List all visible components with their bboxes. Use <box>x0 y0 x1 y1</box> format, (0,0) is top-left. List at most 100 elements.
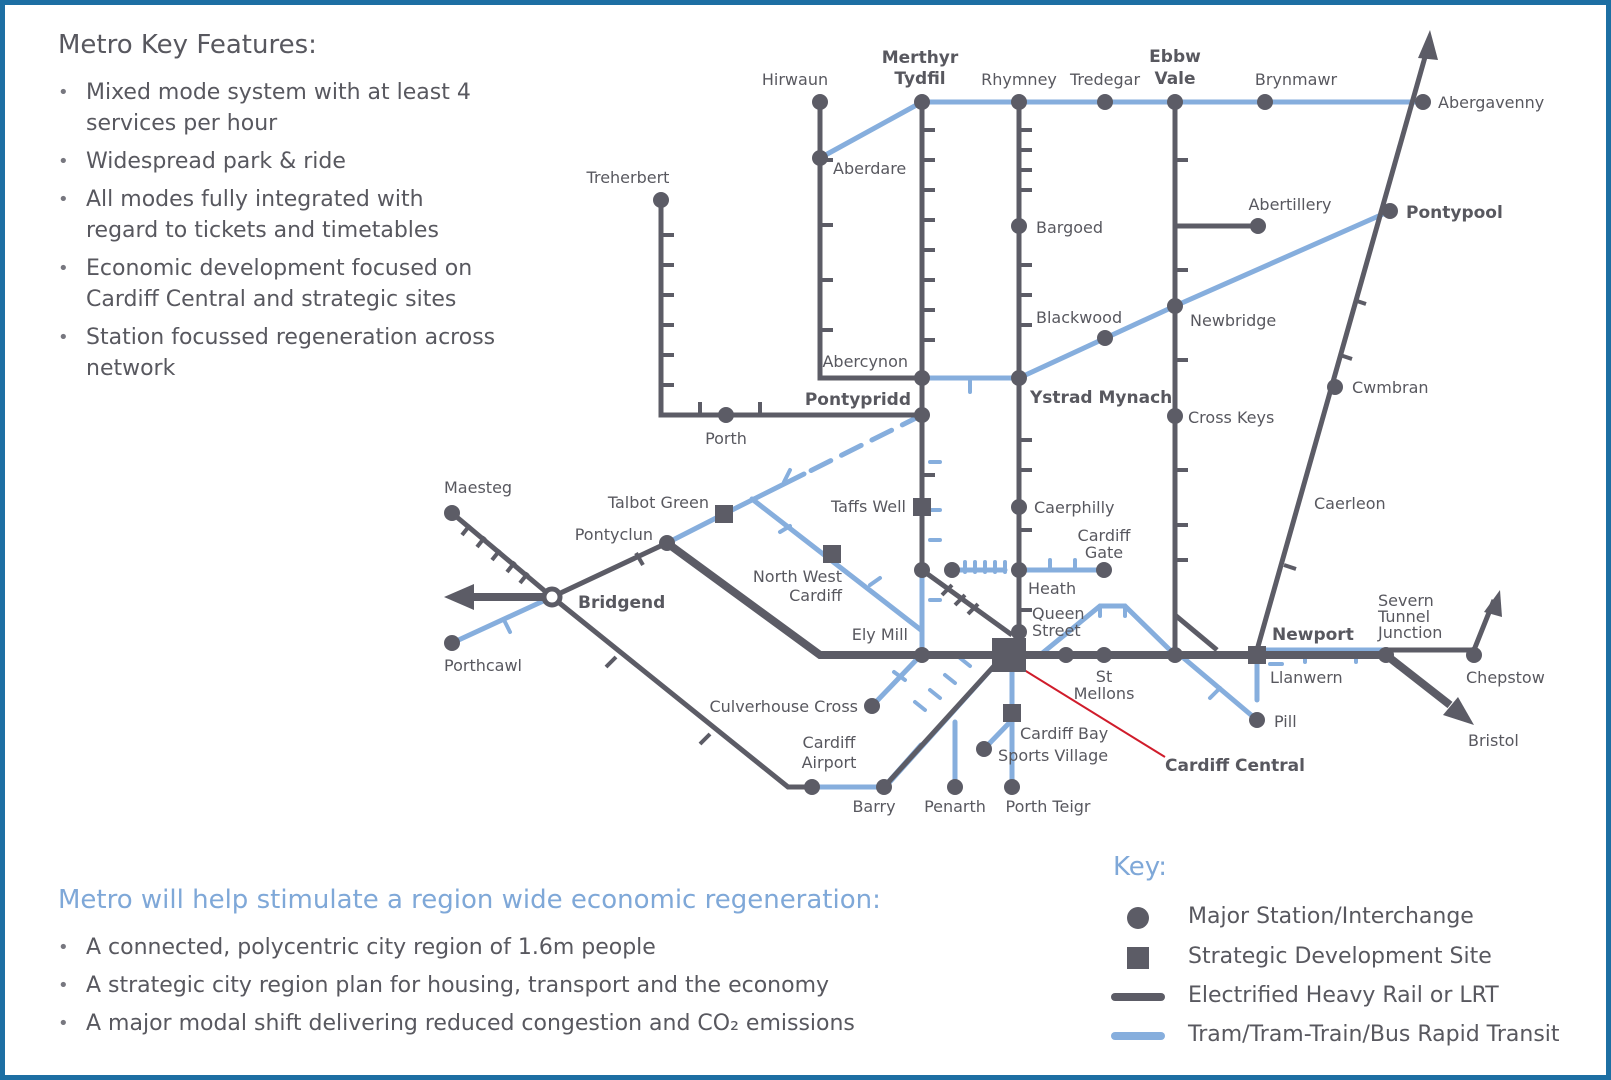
station-marker-coryton[interactable] <box>914 562 930 578</box>
regeneration-item: A major modal shift delivering reduced c… <box>58 1008 958 1039</box>
station-label-abergavenny: Abergavenny <box>1438 93 1544 112</box>
rail-line-barry-central <box>882 653 1006 789</box>
station-label-brynmawr: Brynmawr <box>1255 70 1338 89</box>
station-marker-blackwood[interactable] <box>1097 330 1113 346</box>
station-marker-heath-spur[interactable] <box>944 562 960 578</box>
regeneration-list: A connected, polycentric city region of … <box>58 932 958 1046</box>
station-marker-merthyr[interactable] <box>914 94 930 110</box>
tram-line-st-mellons-loop <box>1037 603 1178 658</box>
station-marker-cardiff-gate[interactable] <box>1096 562 1112 578</box>
rail-line-bridgend-pontyclun <box>550 540 669 600</box>
station-marker-caerphilly[interactable] <box>1011 499 1027 515</box>
station-label-merthyr: Merthyr <box>882 48 959 68</box>
key-title: Key: <box>1113 852 1168 882</box>
station-label-hirwaun: Hirwaun <box>762 70 828 89</box>
station-marker-pontypool[interactable] <box>1382 203 1398 219</box>
key-circle-icon <box>1127 907 1149 929</box>
station-marker-porth-teigr[interactable] <box>1004 779 1020 795</box>
regeneration-title: Metro will help stimulate a region wide … <box>58 885 881 915</box>
site-marker-cardiff-central[interactable] <box>992 638 1026 672</box>
station-marker-ystrad-mynach[interactable] <box>1011 370 1027 386</box>
station-marker-bargoed[interactable] <box>1011 218 1027 234</box>
station-marker-rhymney[interactable] <box>1011 94 1027 110</box>
station-label-caerleon: Caerleon <box>1314 494 1386 513</box>
station-label-st-mellons-2: Mellons <box>1074 684 1135 703</box>
feature-item: Widespread park & ride <box>58 146 568 177</box>
station-label-taffs-well: Taffs Well <box>830 497 906 516</box>
feature-item: Station focussed regeneration across net… <box>58 322 568 384</box>
station-marker-tredegar[interactable] <box>1097 94 1113 110</box>
arrow-west-bridgend <box>444 584 474 610</box>
station-marker-treherbert[interactable] <box>653 192 669 208</box>
station-marker-chepstow[interactable] <box>1466 647 1482 663</box>
station-marker-sports-village[interactable] <box>976 741 992 757</box>
station-label-aberdare: Aberdare <box>833 159 906 178</box>
station-marker-queen-street[interactable] <box>1011 624 1027 640</box>
station-label-porth-teigr: Porth Teigr <box>1005 797 1090 816</box>
station-marker-culverhouse-cross[interactable] <box>864 698 880 714</box>
station-marker-brynmawr[interactable] <box>1257 94 1273 110</box>
key-label: Major Station/Interchange <box>1188 904 1474 929</box>
regeneration-item: A strategic city region plan for housing… <box>58 970 958 1001</box>
site-marker-talbot-green[interactable] <box>715 505 733 523</box>
station-label-pill: Pill <box>1274 712 1297 731</box>
station-label-queen-street-2: Street <box>1032 621 1081 640</box>
station-marker-adamsdown[interactable] <box>1058 647 1074 663</box>
station-marker-maesteg[interactable] <box>444 505 460 521</box>
station-label-newbridge: Newbridge <box>1190 311 1276 330</box>
station-marker-cross-keys[interactable] <box>1167 408 1183 424</box>
station-marker-ely-mill[interactable] <box>914 647 930 663</box>
station-marker-marshfield[interactable] <box>1167 647 1183 663</box>
station-label-porthcawl: Porthcawl <box>444 656 522 675</box>
station-marker-heath[interactable] <box>1011 562 1027 578</box>
station-label-north-west-cardiff-2: Cardiff <box>789 586 843 605</box>
station-marker-penarth[interactable] <box>947 779 963 795</box>
station-marker-abergavenny[interactable] <box>1415 94 1431 110</box>
station-label-ystrad-mynach: Ystrad Mynach <box>1029 388 1172 408</box>
key-row-tram: Tram/Tram-Train/Bus Rapid Transit <box>1110 1020 1580 1052</box>
key-label: Tram/Tram-Train/Bus Rapid Transit <box>1188 1022 1560 1047</box>
station-marker-cwmbran[interactable] <box>1327 379 1343 395</box>
station-marker-bridgend[interactable] <box>541 586 563 608</box>
key-label: Electrified Heavy Rail or LRT <box>1188 983 1499 1008</box>
station-label-north-west-cardiff-1: North West <box>753 567 842 586</box>
station-label-caerphilly: Caerphilly <box>1034 498 1115 517</box>
station-marker-abertillery[interactable] <box>1250 218 1266 234</box>
station-label-penarth: Penarth <box>924 797 986 816</box>
station-label-barry: Barry <box>852 797 895 816</box>
station-marker-ebbw-vale[interactable] <box>1167 94 1183 110</box>
site-marker-taffs-well[interactable] <box>913 498 931 516</box>
site-marker-north-west-cardiff[interactable] <box>823 545 841 563</box>
station-marker-hirwaun[interactable] <box>812 94 828 110</box>
site-marker-newport[interactable] <box>1248 646 1266 664</box>
station-marker-st-mellons[interactable] <box>1096 647 1112 663</box>
station-marker-cardiff-airport[interactable] <box>804 779 820 795</box>
key-heavy-rail-line-icon <box>1111 993 1165 1001</box>
station-label-blackwood: Blackwood <box>1036 308 1122 327</box>
station-label-rhymney: Rhymney <box>981 70 1057 89</box>
station-marker-pontypridd[interactable] <box>914 407 930 423</box>
station-marker-porth[interactable] <box>718 407 734 423</box>
key-square-icon <box>1127 947 1149 969</box>
station-marker-porthcawl[interactable] <box>444 635 460 651</box>
site-marker-cardiff-bay[interactable] <box>1003 704 1021 722</box>
station-marker-newbridge[interactable] <box>1167 298 1183 314</box>
key-row-heavy-rail: Electrified Heavy Rail or LRT <box>1110 981 1580 1013</box>
station-label-cardiff-gate-2: Gate <box>1085 543 1123 562</box>
station-label-ebbw: Ebbw <box>1149 47 1201 67</box>
station-label-tydfil: Tydfil <box>894 69 945 89</box>
station-marker-abercynon[interactable] <box>914 370 930 386</box>
station-marker-barry[interactable] <box>876 779 892 795</box>
station-marker-pill[interactable] <box>1249 712 1265 728</box>
station-label-cardiff-central: Cardiff Central <box>1165 756 1305 776</box>
station-marker-aberdare[interactable] <box>812 150 828 166</box>
station-marker-pontyclun[interactable] <box>659 535 675 551</box>
station-label-severn-2: Tunnel <box>1377 607 1430 626</box>
station-label-queen-street-1: Queen <box>1032 604 1085 623</box>
arrow-chepstow <box>1484 590 1502 617</box>
station-label-cardiff-bay: Cardiff Bay <box>1020 724 1108 743</box>
key-row-major-station: Major Station/Interchange <box>1110 902 1580 934</box>
rail-line-bristol <box>1383 651 1453 709</box>
station-marker-severn-tunnel[interactable] <box>1378 647 1394 663</box>
rail-line-abergavenny-newport <box>1254 49 1430 651</box>
